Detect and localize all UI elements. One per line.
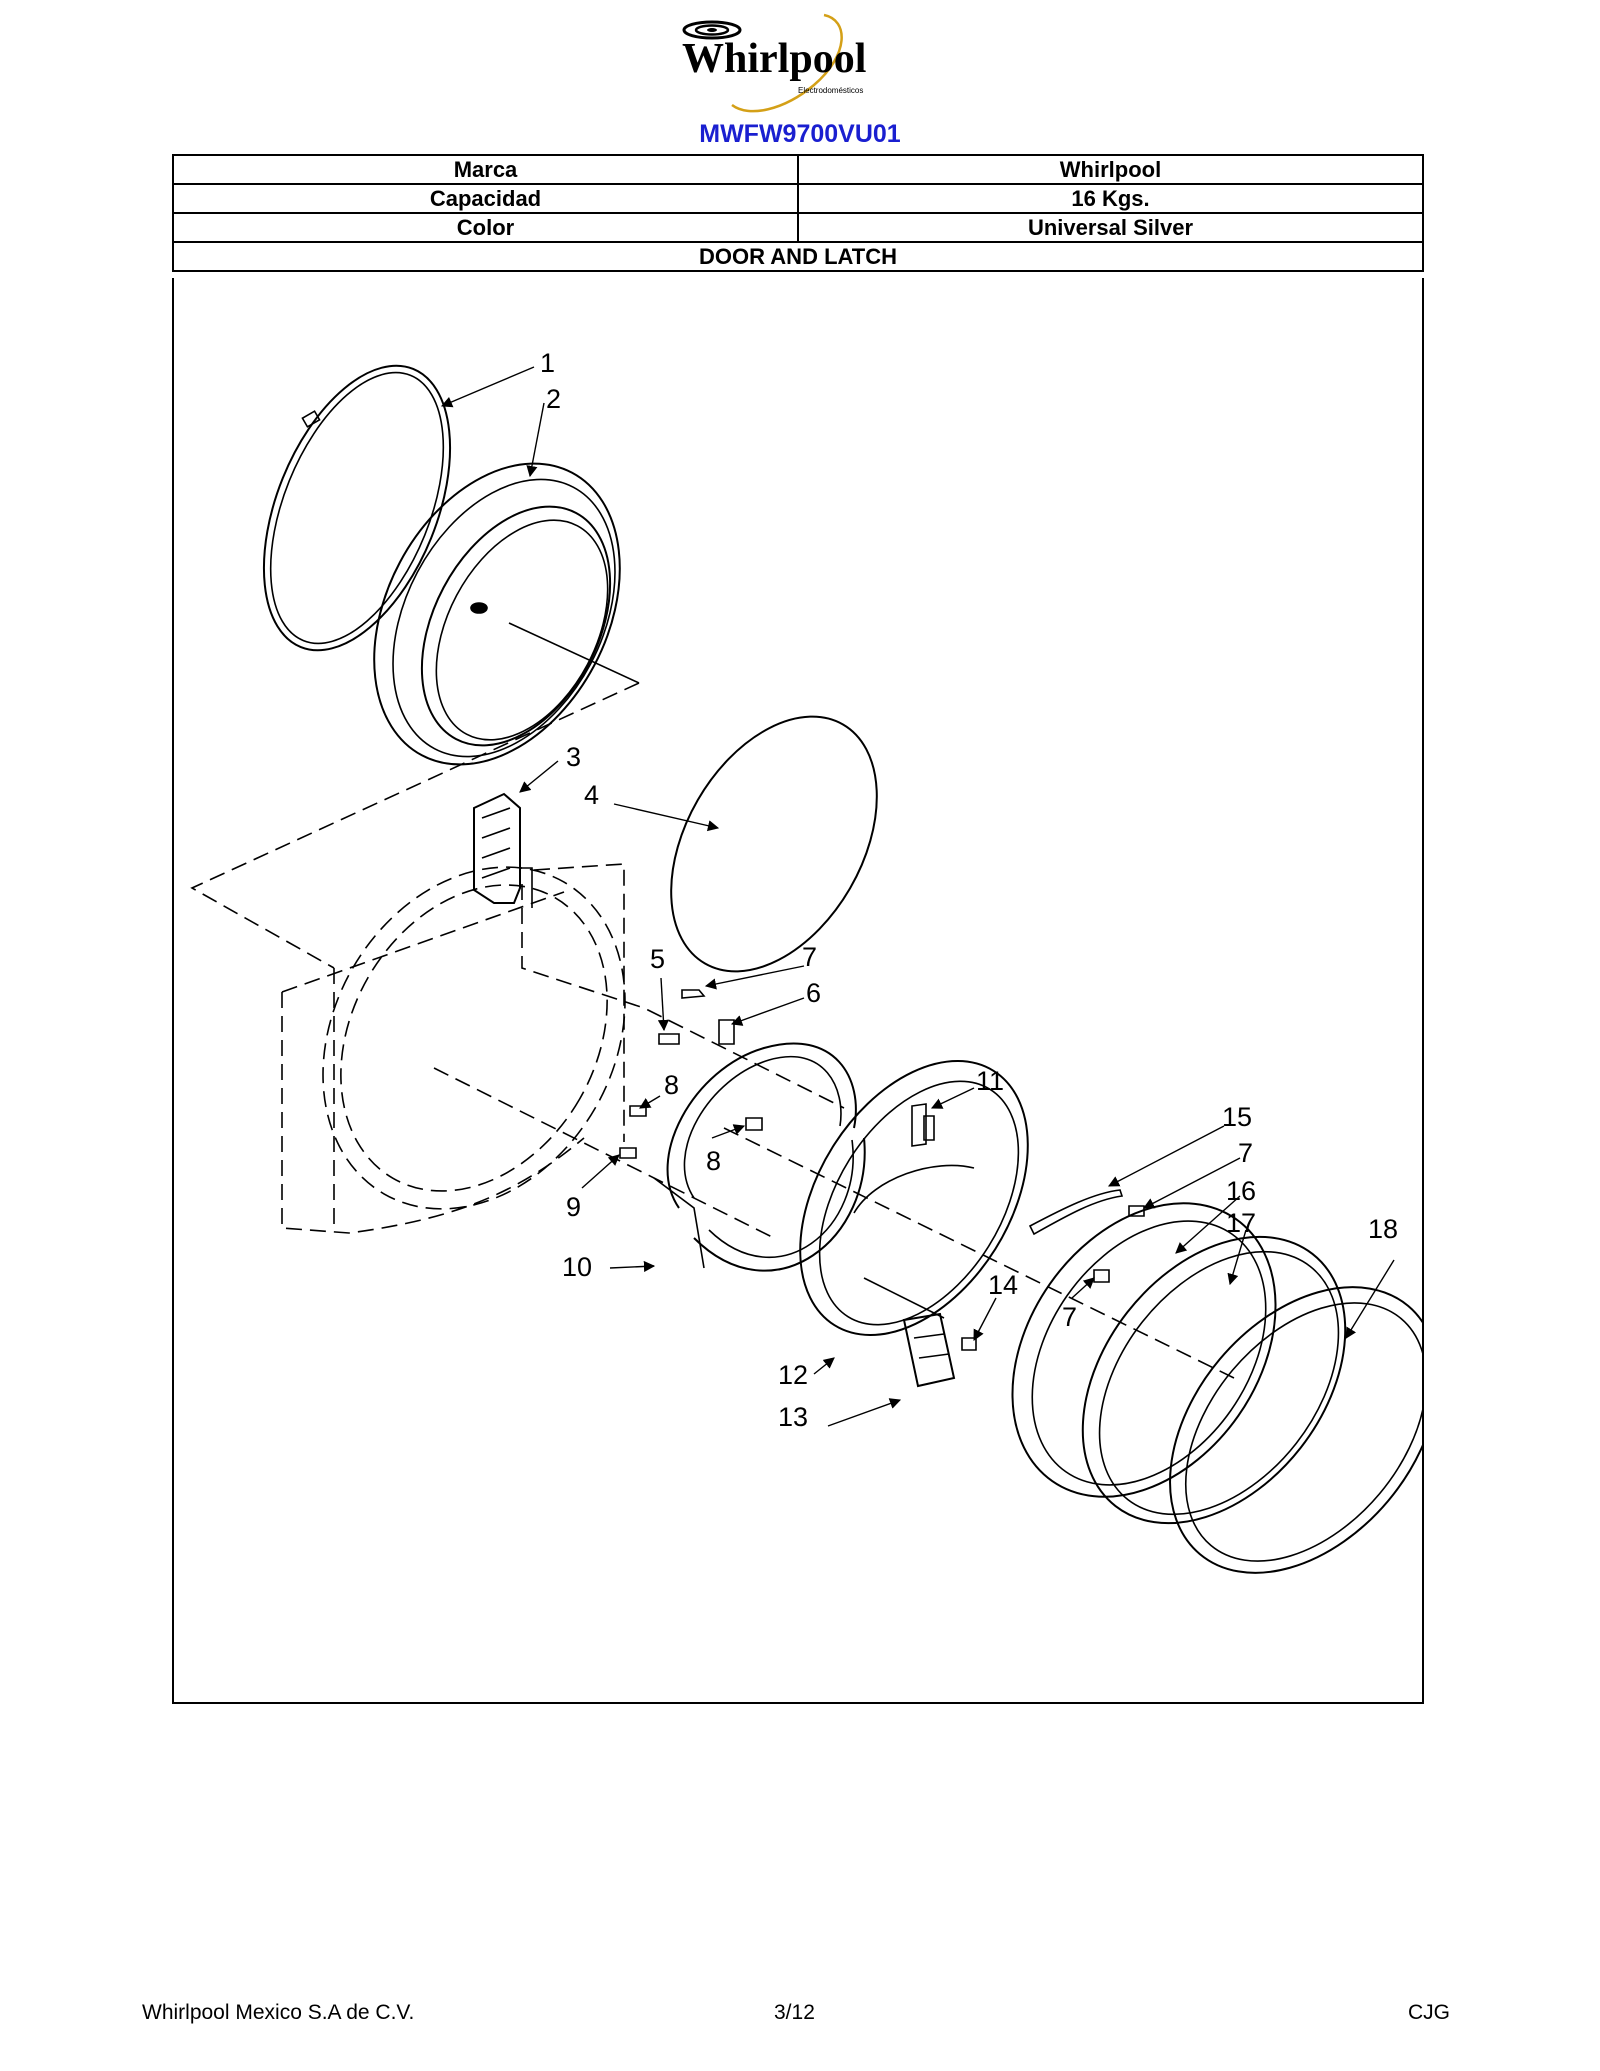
footer-company: Whirlpool Mexico S.A de C.V. <box>142 2001 415 2024</box>
leader-arrows <box>440 366 1395 1427</box>
callout-6: 6 <box>806 978 821 1008</box>
callout-7b: 7 <box>1238 1138 1253 1168</box>
callout-4: 4 <box>584 780 599 810</box>
table-row: DOOR AND LATCH <box>172 241 1424 272</box>
callout-1: 1 <box>540 348 555 378</box>
callout-7c: 7 <box>1062 1302 1077 1332</box>
brand-subtitle: Electrodomésticos <box>798 86 863 95</box>
spec-value: Universal Silver <box>797 212 1424 243</box>
door-hinge-part <box>902 1312 956 1388</box>
hinge-clip-part <box>911 1103 927 1147</box>
door-trim-part <box>1081 1235 1347 1525</box>
callout-12: 12 <box>778 1360 808 1390</box>
door-latch-part <box>473 792 533 908</box>
callout-13: 13 <box>778 1402 808 1432</box>
clamp-ring-part <box>262 364 452 652</box>
callout-11: 11 <box>976 1066 1004 1096</box>
spec-table: Marca Whirlpool Capacidad 16 Kgs. Color … <box>172 154 1424 272</box>
callout-15: 15 <box>1222 1102 1252 1132</box>
callout-17: 17 <box>1226 1208 1256 1238</box>
spec-value: Whirlpool <box>797 154 1424 185</box>
outer-door-frame-part <box>1011 1202 1277 1498</box>
callout-7: 7 <box>802 942 817 972</box>
callout-labels: 1 2 3 4 5 7 6 8 8 9 10 11 15 7 16 17 18 … <box>540 348 1398 1432</box>
brand-name: Whirlpool <box>682 36 866 82</box>
callout-8b: 8 <box>706 1146 721 1176</box>
table-row: Color Universal Silver <box>172 212 1424 243</box>
callout-3: 3 <box>566 742 581 772</box>
outer-door-part <box>1169 1286 1422 1574</box>
footer-page-number: 3/12 <box>774 2001 815 2024</box>
door-handle-part <box>1028 1189 1124 1236</box>
door-latch-drawing: 1 2 3 4 5 7 6 8 8 9 10 11 15 7 16 17 18 … <box>190 348 1422 1574</box>
callout-2: 2 <box>546 384 561 414</box>
table-row: Marca Whirlpool <box>172 154 1424 185</box>
callout-8a: 8 <box>664 1070 679 1100</box>
whirlpool-logo: Whirlpool Electrodomésticos <box>674 10 894 120</box>
callout-5: 5 <box>650 944 665 974</box>
footer-initials: CJG <box>1408 2001 1450 2024</box>
spec-label: Capacidad <box>172 183 799 214</box>
spec-label: Color <box>172 212 799 243</box>
inner-door-frame-part <box>653 1042 866 1272</box>
spec-label: Marca <box>172 154 799 185</box>
door-bellow-part <box>373 462 640 766</box>
screw-parts <box>619 989 1145 1351</box>
spec-value: 16 Kgs. <box>797 183 1424 214</box>
callout-14: 14 <box>988 1270 1018 1300</box>
door-glass-part <box>799 1059 1029 1337</box>
callout-16: 16 <box>1226 1176 1256 1206</box>
section-title: DOOR AND LATCH <box>172 241 1424 272</box>
callout-9: 9 <box>566 1192 581 1222</box>
cabinet-outline <box>190 682 1235 1379</box>
callout-10: 10 <box>562 1252 592 1282</box>
exploded-parts-diagram: 1 2 3 4 5 7 6 8 8 9 10 11 15 7 16 17 18 … <box>172 278 1424 1704</box>
table-row: Capacidad 16 Kgs. <box>172 183 1424 214</box>
model-number: MWFW9700VU01 <box>699 120 901 148</box>
window-gasket-part <box>670 715 878 973</box>
callout-18: 18 <box>1368 1214 1398 1244</box>
whirlpool-swoosh-icon: Whirlpool Electrodomésticos <box>682 13 866 113</box>
